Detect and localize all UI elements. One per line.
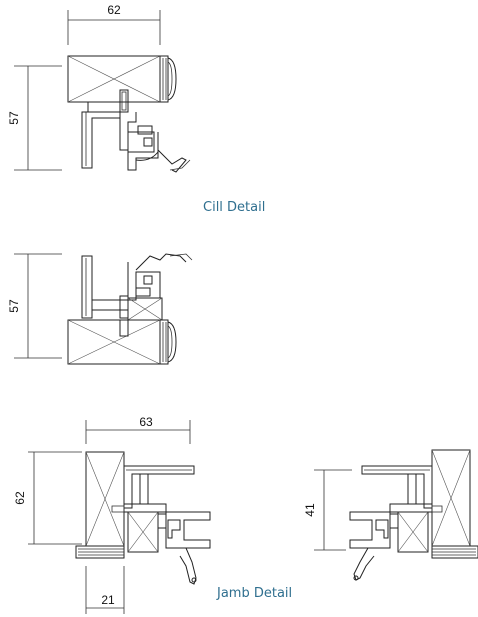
cill-detail: 62 57 [7,3,191,173]
head-detail: 57 [7,253,193,365]
jamb-detail-right: 41 [303,449,478,581]
cill-detail-caption: Cill Detail [203,200,266,215]
jamb-detail-caption: Jamb Detail [217,586,293,601]
dim-label-head-height: 57 [7,299,21,313]
jamb-detail-left: 63 62 21 [13,415,211,614]
dim-label-jamb-height: 62 [13,491,27,505]
dim-label-jamb-right-height: 41 [303,503,317,517]
dim-label-cill-width: 62 [107,3,121,17]
dim-label-cill-height: 57 [7,111,21,125]
dim-label-jamb-width: 63 [139,415,153,429]
dim-label-jamb-offset: 21 [101,593,115,607]
